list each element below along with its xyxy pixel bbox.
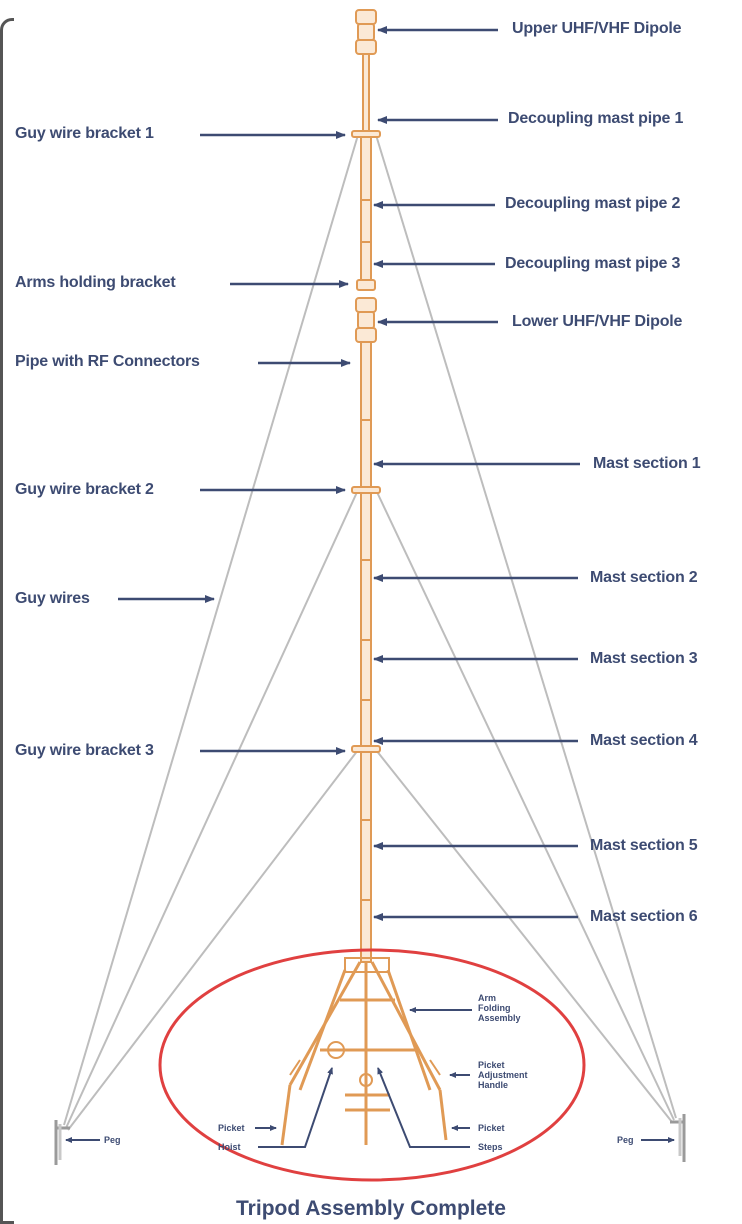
label-mast-section-2: Mast section 2 (590, 569, 698, 586)
tripod (280, 957, 448, 1146)
label-mast-section-5: Mast section 5 (590, 837, 698, 854)
label-lower-dipole: Lower UHF/VHF Dipole (512, 313, 683, 330)
right-arrows (373, 26, 580, 921)
label-picket-hoist-2: Hoist (218, 1142, 241, 1152)
label-guy-wire-bracket-3: Guy wire bracket 3 (15, 742, 154, 759)
guy-wires (63, 134, 677, 1131)
tripod-highlight-ellipse (158, 948, 586, 1182)
label-decoupling-pipe-3: Decoupling mast pipe 3 (505, 255, 681, 272)
label-picket-adj-line-3: Handle (478, 1080, 509, 1090)
mast (351, 9, 381, 963)
peg-right (670, 1114, 686, 1162)
label-arm-folding-line-3: Assembly (478, 1013, 521, 1023)
label-pipe-rf-connectors: Pipe with RF Connectors (15, 353, 200, 370)
label-picket-adjustment-handle: Picket Adjustment Handle (478, 1060, 528, 1090)
left-arrows (118, 131, 351, 755)
peg-left (54, 1120, 70, 1165)
label-peg-right: Peg (617, 1135, 634, 1145)
tripod-arrows (65, 1007, 675, 1148)
label-arms-holding-bracket: Arms holding bracket (15, 274, 176, 291)
mast-joints (361, 199, 371, 901)
label-mast-section-6: Mast section 6 (590, 908, 698, 925)
label-decoupling-pipe-2: Decoupling mast pipe 2 (505, 195, 681, 212)
label-arm-folding-assembly: Arm Folding Assembly (478, 993, 521, 1023)
label-picket-hoist-1: Picket (218, 1123, 245, 1133)
left-frame-border (0, 18, 14, 1224)
label-picket-steps-1: Picket (478, 1123, 505, 1133)
label-arm-folding-line-2: Folding (478, 1003, 511, 1013)
label-picket-adj-line-1: Picket (478, 1060, 505, 1070)
label-mast-section-3: Mast section 3 (590, 650, 698, 667)
diagram-title: Tripod Assembly Complete (236, 1197, 506, 1220)
label-arm-folding-line-1: Arm (478, 993, 497, 1003)
label-mast-section-1: Mast section 1 (593, 455, 701, 472)
label-picket-adj-line-2: Adjustment (478, 1070, 528, 1080)
label-decoupling-pipe-1: Decoupling mast pipe 1 (508, 110, 684, 127)
label-guy-wires: Guy wires (15, 590, 90, 607)
label-peg-left: Peg (104, 1135, 121, 1145)
label-guy-wire-bracket-1: Guy wire bracket 1 (15, 125, 154, 142)
label-guy-wire-bracket-2: Guy wire bracket 2 (15, 481, 154, 498)
label-picket-steps-2: Steps (478, 1142, 503, 1152)
label-upper-dipole: Upper UHF/VHF Dipole (512, 20, 682, 37)
label-mast-section-4: Mast section 4 (590, 732, 698, 749)
